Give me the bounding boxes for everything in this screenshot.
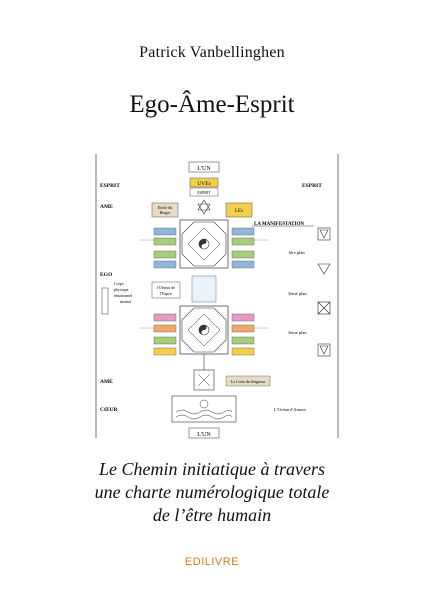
left-label-esprit: ESPRIT [100,183,120,189]
etoile-label: Etoile du [158,205,173,210]
right-label-plan3a: 3ème plan [288,291,307,296]
top-label: L'UN [197,166,211,172]
left-label-ego: EGO [100,272,113,278]
right-label-esprit: ESPRIT [302,183,322,189]
svg-text:émotionnel: émotionnel [114,293,133,298]
svg-text:physique: physique [114,287,129,292]
star-of-david-icon [197,199,211,215]
bottom-label: L'UN [197,432,211,438]
right-label-plan3b: 3ème plan [288,330,307,335]
right-label-ocean: L'Océan d'Amour [274,407,306,412]
uves-label: UVEs [197,181,210,187]
publisher-logo: EDILIVRE [184,556,240,568]
book-subtitle: Le Chemin initiatique à travers une char… [0,458,424,527]
croix-label: La Croix du Seigneur [231,379,266,384]
svg-text:Berger: Berger [160,210,171,215]
left-label-ame-lower: AME [100,379,113,385]
upper-octagon [179,219,229,269]
oiseau-label: l'Oiseau de [157,285,175,290]
right-label-manifestation: LA MANIFESTATION [254,222,304,227]
left-label-ame: AME [100,204,113,210]
svg-text:mental: mental [120,299,132,304]
subtitle-line-2: une charte numérologique totale [94,482,330,502]
esprit-box-label: ESPRIT [197,190,211,195]
lower-octagon [179,305,229,355]
left-label-coeur: CŒUR [100,407,118,413]
right-label-plan1: 1ère plan [288,250,305,255]
numerology-diagram: L'UN ESPRIT ESPRIT UVEs ESPRIT AME Etoil… [95,154,339,439]
les-label: LEs [235,209,243,214]
triangle-icons [317,227,331,357]
author-name: Patrick Vanbellinghen [139,44,285,61]
subtitle-line-3: de l’être humain [152,505,272,525]
ego-detail-1: Corps [114,281,124,286]
subtitle-line-1: Le Chemin initiatique à travers [99,459,325,479]
book-title: Ego-Âme-Esprit [129,91,295,118]
svg-text:l'Esprit: l'Esprit [160,291,172,296]
